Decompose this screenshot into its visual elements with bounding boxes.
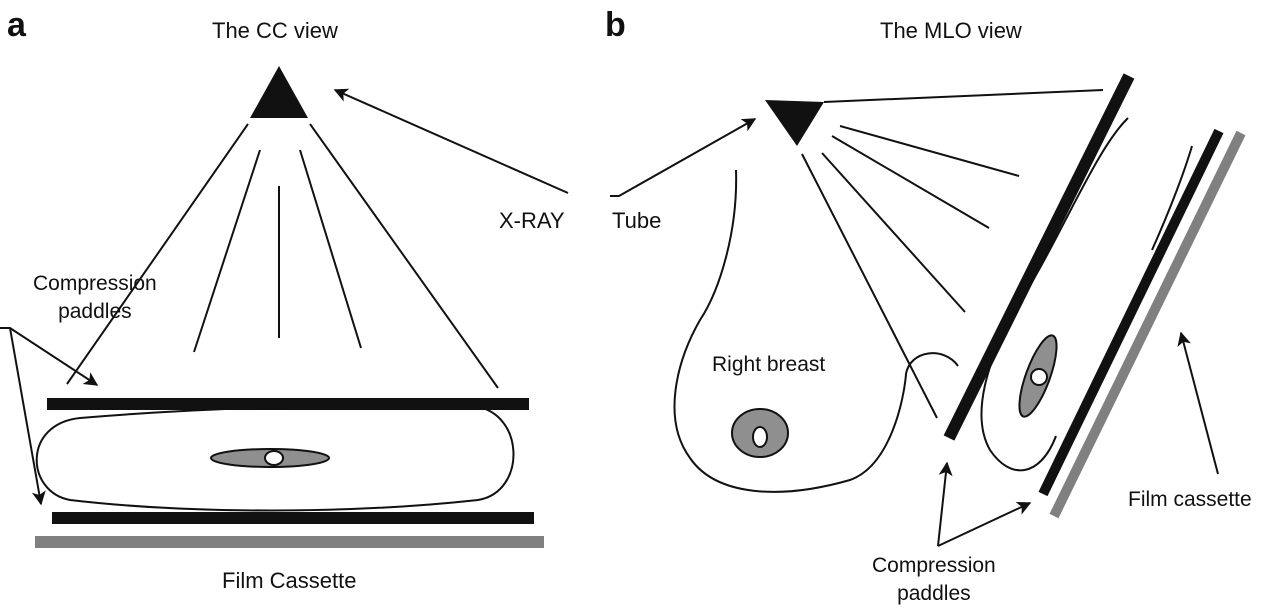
lesion-core-mlo — [1030, 368, 1048, 386]
panel-a-letter: a — [7, 6, 26, 44]
panel-b-letter: b — [605, 6, 626, 44]
tube-label: Tube — [612, 208, 662, 233]
film-cassette-pointer-arrow — [1177, 331, 1219, 475]
lower-compression-paddle-b — [1038, 128, 1224, 497]
xray-label: X-RAY — [499, 208, 565, 233]
lower-compression-paddle — [52, 512, 534, 524]
compressed-breast-outline — [35, 404, 515, 512]
compression-paddles-label-a: Compression paddles — [33, 272, 157, 323]
compression-paddles-label-b: Compression paddles — [872, 554, 996, 605]
right-breast-outline — [673, 169, 959, 493]
film-cassette-b — [1049, 130, 1246, 519]
lesion-core-b — [752, 426, 768, 448]
film-cassette-label-a: Film Cassette — [222, 568, 357, 593]
paddle-pointer-arrows-b — [937, 461, 1032, 547]
upper-compression-paddle-b — [943, 73, 1135, 441]
panel-b-mlo-view — [610, 73, 1246, 547]
cc-view-title: The CC view — [212, 18, 338, 43]
right-breast-label: Right breast — [712, 353, 826, 376]
compressed-breast-b — [980, 117, 1193, 472]
xray-beam-rays — [66, 123, 499, 389]
xray-pointer-arrow — [333, 88, 569, 194]
film-cassette-label-b: Film cassette — [1128, 488, 1252, 511]
tube-triangle — [765, 100, 824, 146]
mlo-beam-rays — [801, 89, 1104, 419]
upper-compression-paddle — [47, 398, 529, 410]
tube-pointer-arrow — [610, 118, 757, 197]
lesion-core-a — [264, 450, 284, 466]
panel-a-cc-view — [0, 66, 569, 548]
mlo-view-title: The MLO view — [880, 18, 1022, 43]
film-cassette-a — [35, 536, 544, 548]
xray-source-triangle — [250, 66, 308, 118]
paddle-pointer-arrows-a — [0, 327, 99, 506]
